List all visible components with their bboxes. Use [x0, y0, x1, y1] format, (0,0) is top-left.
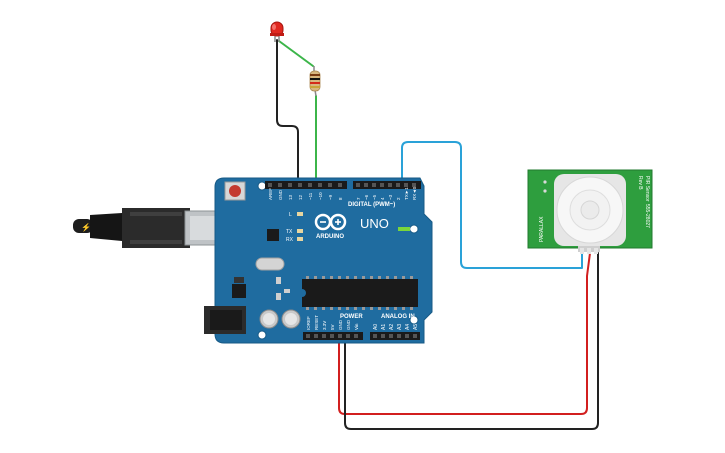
wire-5v-pir-vcc[interactable] [338, 252, 591, 415]
wire-gnd-pir-gnd[interactable] [344, 252, 599, 430]
sensor-brand-label: PARALLAX [539, 216, 545, 242]
l-led-label: L [289, 212, 292, 218]
resistor[interactable] [309, 66, 321, 97]
arduino-logo [314, 213, 347, 231]
pin-label: 13 [288, 194, 293, 200]
power-header[interactable] [303, 332, 420, 340]
sensor-model-label: PIR Sensor [644, 176, 650, 202]
crystal [255, 257, 285, 271]
brand-label: ARDUINO [316, 234, 344, 240]
pin-label: 5V [330, 324, 335, 330]
pin-label: 7 [356, 197, 361, 200]
regulator [232, 284, 246, 298]
pin-label: ~10 [318, 192, 323, 200]
sensor-pins[interactable] [578, 246, 600, 254]
pin-label: GND [338, 319, 343, 330]
power-label: POWER [340, 314, 363, 320]
on-label: ON [410, 227, 418, 233]
wire-led-gnd[interactable] [276, 39, 299, 183]
pin-label: ~5 [372, 194, 377, 200]
analog-pin-labels: A0 A1 A2 A3 A4 A5 [373, 324, 419, 330]
usb-chip [267, 229, 279, 241]
led[interactable] [270, 21, 284, 42]
pin-label: 12 [298, 194, 303, 200]
sensor-rev-label: Rev B [637, 176, 643, 190]
pir-sensor[interactable]: PARALLAX PIR Sensor Rev B 555-28027 [527, 169, 653, 254]
status-leds: L TX RX [286, 212, 303, 243]
digital-pin-labels: AREF GND 13 12 ~11 ~10 ~9 8 7 ~6 ~5 4 ~3… [268, 186, 417, 200]
pin-label: ~3 [388, 194, 393, 200]
microcontroller-chip [302, 276, 418, 310]
pin-label: Vin [354, 323, 359, 330]
capacitors [259, 309, 301, 329]
pin-label: RX◄0 [412, 186, 417, 200]
pin-label: ~9 [328, 194, 333, 200]
pin-label: IOREF [306, 316, 311, 330]
sensor-part-label: 555-28027 [644, 204, 650, 228]
arduino-uno-board[interactable]: AREF GND 13 12 ~11 ~10 ~9 8 7 ~6 ~5 4 ~3… [204, 177, 433, 344]
fresnel-dome [554, 174, 626, 246]
pin-label: 4 [380, 197, 385, 200]
wire-led-resistor[interactable] [278, 40, 314, 67]
wires [276, 39, 599, 430]
pin-label: GND [278, 189, 283, 200]
model-label: UNO [360, 216, 389, 231]
pin-label: A2 [389, 324, 395, 330]
wire-pin2-pir-out[interactable] [401, 141, 583, 269]
pin-label: 2 [396, 197, 401, 200]
svg-text:⚡: ⚡ [81, 222, 91, 232]
pin-label: 3.3V [322, 321, 327, 330]
pin-label: ~11 [308, 192, 313, 200]
tx-led-label: TX [286, 229, 293, 235]
pin-label: GND [346, 319, 351, 330]
digital-label: DIGITAL (PWM~) [348, 202, 395, 208]
reset-button[interactable] [224, 181, 246, 201]
on-led [398, 227, 410, 231]
pin-label: TX►1 [404, 187, 409, 200]
pin-label: 8 [338, 197, 343, 200]
pin-label: A5 [413, 324, 419, 330]
pin-label: A3 [397, 324, 403, 330]
power-jack[interactable] [204, 306, 246, 334]
rx-led-label: RX [286, 237, 294, 243]
pin-label: ~6 [364, 194, 369, 200]
usb-cable[interactable]: ⚡ [73, 208, 228, 248]
pin-label: A1 [381, 324, 387, 330]
pin-label: A0 [373, 324, 379, 330]
pin-label: RESET [314, 315, 319, 330]
power-pin-labels: IOREF RESET 3.3V 5V GND GND Vin [306, 315, 359, 330]
analog-label: ANALOG IN [381, 314, 415, 320]
pin-label: AREF [268, 188, 273, 200]
pin-label: A4 [405, 324, 411, 330]
digital-header[interactable] [265, 181, 421, 189]
